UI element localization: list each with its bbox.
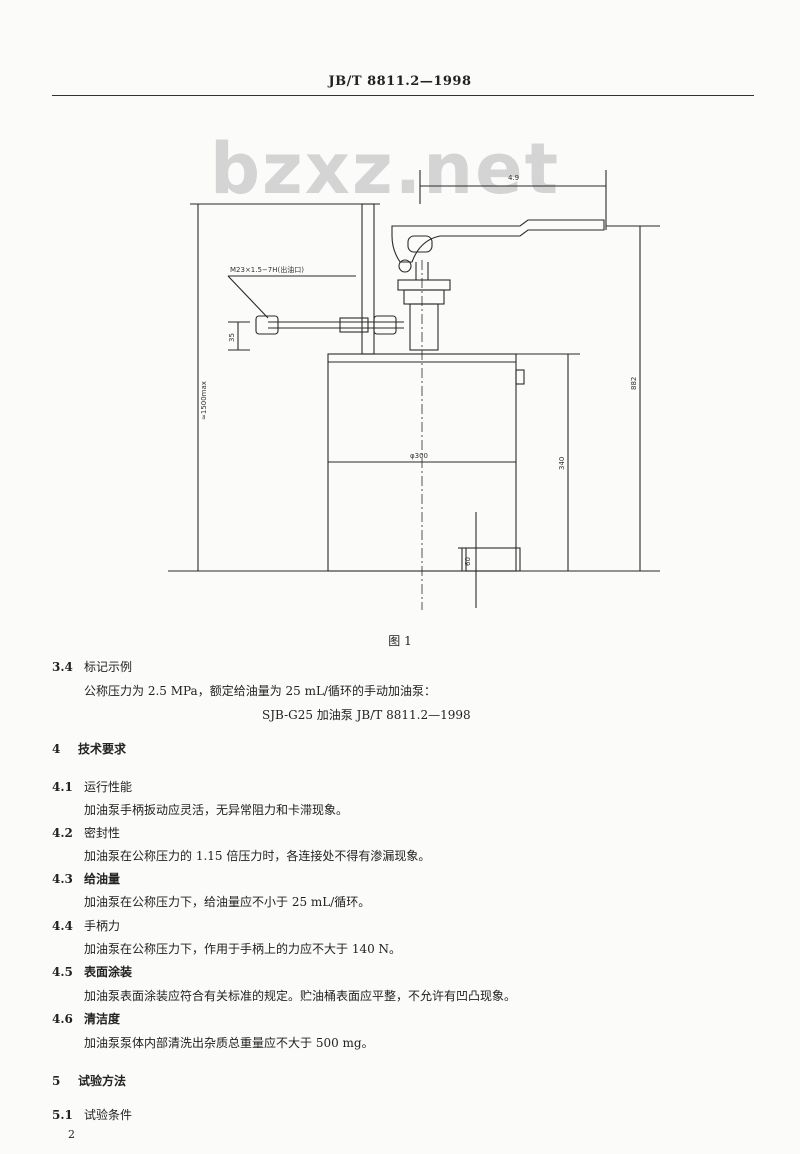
dim-right-label: 882 <box>630 377 638 390</box>
running-header: JB/T 8811.2—1998 <box>328 74 472 89</box>
page-number: 2 <box>68 1128 75 1141</box>
dim-60-label: 60 <box>464 557 472 566</box>
section-body-4-1: 加油泵手柄扳动应灵活，无异常阻力和卡滞现象。 <box>84 803 349 817</box>
pump-handle <box>391 219 605 263</box>
watermark: bzxz.net <box>209 128 561 210</box>
marking-example: SJB-G25 加油泵 JB/T 8811.2—1998 <box>262 708 471 722</box>
dim-35-label: 35 <box>228 333 236 342</box>
section-body-4-4: 加油泵在公称压力下，作用于手柄上的力应不大于 140 N。 <box>84 942 402 956</box>
dim-left-label: ≈1500max <box>200 381 208 420</box>
section-body-4-2: 加油泵在公称压力的 1.15 倍压力时，各连接处不得有渗漏现象。 <box>84 849 431 863</box>
header-rule <box>52 95 754 96</box>
section-body-4-3: 加油泵在公称压力下，给油量应不小于 25 mL/循环。 <box>84 895 371 909</box>
pump-drawing: M23×1.5−7H(出油口) 4.9 35 ≈1500max φ300 882… <box>168 170 660 610</box>
thread-label: M23×1.5−7H(出油口) <box>230 265 304 274</box>
dim-diameter-label: φ300 <box>410 452 428 460</box>
figure-caption: 图 1 <box>388 634 412 648</box>
section-body-4-5: 加油泵表面涂装应符合有关标准的规定。贮油桶表面应平整，不允许有凹凸现象。 <box>84 989 517 1003</box>
foot-pedal <box>465 547 521 572</box>
dim-340-label: 340 <box>558 457 566 470</box>
dim-top-label: 4.9 <box>508 174 519 182</box>
section-body-3-4: 公称压力为 2.5 MPa，额定给油量为 25 mL/循环的手动加油泵： <box>84 684 436 698</box>
section-body-4-6: 加油泵泵体内部清洗出杂质总重量应不大于 500 mg。 <box>84 1036 374 1050</box>
